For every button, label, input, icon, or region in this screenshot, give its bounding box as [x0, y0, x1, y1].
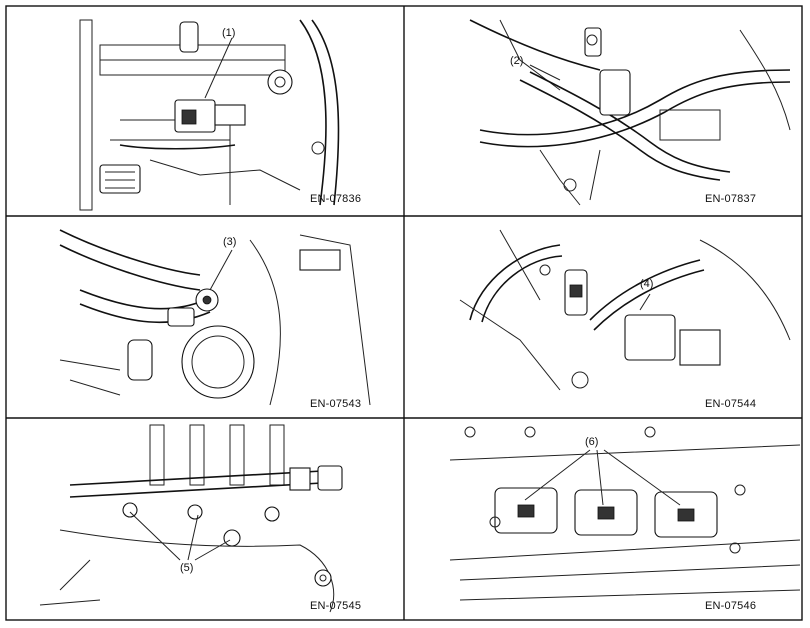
figure-code-4: EN-07544 — [705, 398, 757, 410]
figure-code-1: EN-07836 — [310, 193, 362, 205]
figure-code-3: EN-07543 — [310, 398, 362, 410]
engine-drawing-1 — [79, 19, 340, 211]
callout-1: (1) — [222, 27, 236, 39]
engine-drawing-6 — [449, 426, 801, 601]
callout-2: (2) — [510, 55, 524, 67]
figure-code-2: EN-07837 — [705, 193, 757, 205]
engine-drawing-2 — [469, 19, 791, 206]
callout-5: (5) — [180, 562, 194, 574]
engine-drawing-4 — [459, 229, 791, 391]
figure-code-5: EN-07545 — [310, 600, 362, 612]
figure-code-6: EN-07546 — [705, 600, 757, 612]
callout-6: (6) — [585, 436, 599, 448]
engine-drawing-5 — [39, 424, 343, 613]
callout-3: (3) — [223, 236, 237, 248]
engine-drawing-3 — [59, 229, 371, 406]
callout-4: (4) — [640, 278, 654, 290]
